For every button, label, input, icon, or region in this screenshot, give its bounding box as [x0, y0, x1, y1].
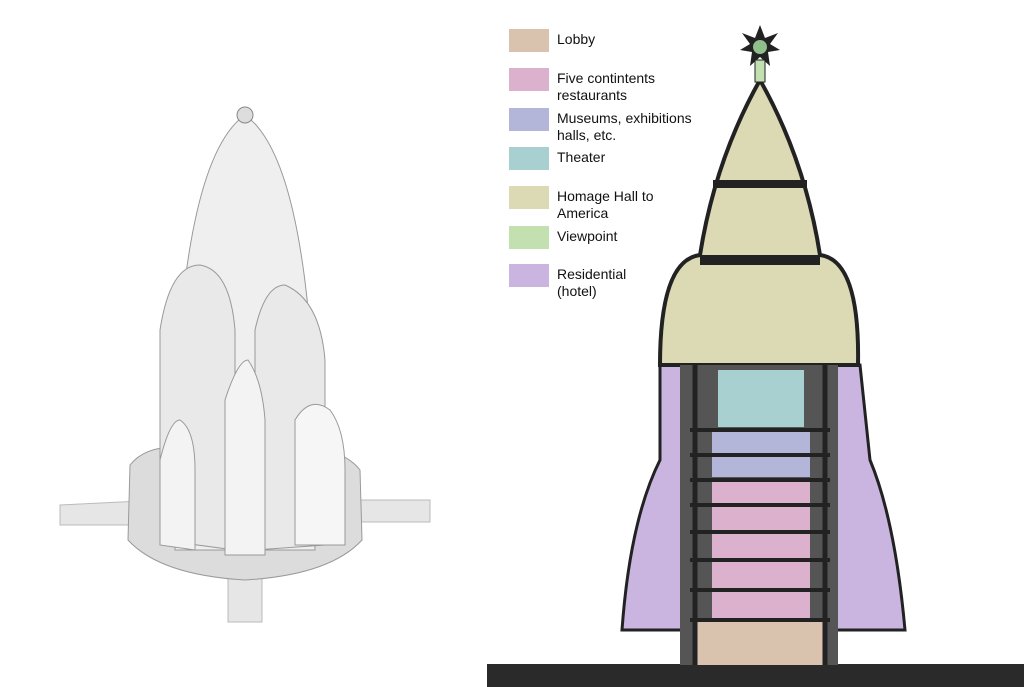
legend-item-theater: Theater — [509, 147, 707, 170]
legend-swatch — [509, 108, 549, 131]
building-3d-render — [59, 106, 431, 623]
legend-item-lobby: Lobby — [509, 29, 707, 52]
legend-swatch — [509, 264, 549, 287]
legend-item-restaurants: Five contintents restaurants — [509, 68, 667, 104]
legend-item-viewpoint: Viewpoint — [509, 226, 707, 249]
legend-label: Museums, exhibitions halls, etc. — [557, 110, 692, 143]
legend-swatch — [509, 68, 549, 91]
building-section — [487, 25, 1024, 687]
legend-label: Residential (hotel) — [557, 266, 627, 299]
legend-item-residential: Residential (hotel) — [509, 264, 637, 300]
legend-swatch — [509, 226, 549, 249]
legend-label: Homage Hall to America — [557, 188, 654, 221]
legend-item-museums: Museums, exhibitions halls, etc. — [509, 108, 707, 144]
legend-label: Viewpoint — [557, 228, 618, 244]
legend-item-homage-hall: Homage Hall to America — [509, 186, 662, 222]
legend-swatch — [509, 186, 549, 209]
legend-swatch — [509, 29, 549, 52]
legend-label: Lobby — [557, 31, 596, 47]
legend-label: Theater — [557, 149, 606, 165]
legend-swatch — [509, 147, 549, 170]
legend-label: Five contintents restaurants — [557, 70, 656, 103]
